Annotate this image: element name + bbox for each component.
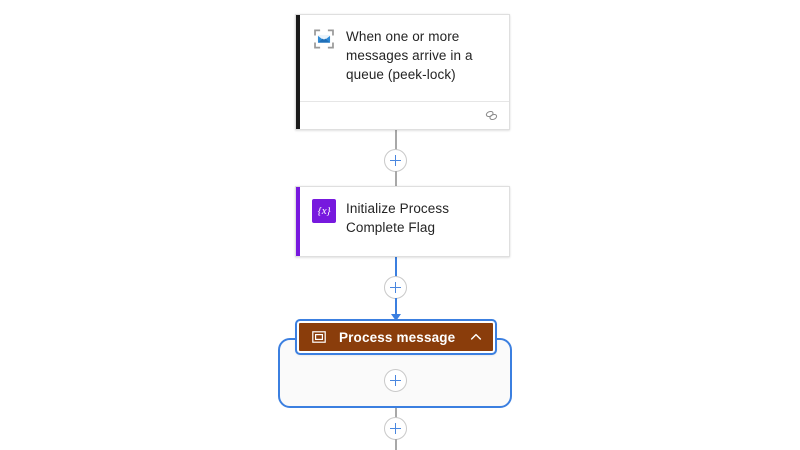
plus-vertical-bar <box>394 155 397 166</box>
service-bus-queue-icon <box>312 27 336 51</box>
initialize-variable-title: Initialize Process Complete Flag <box>346 201 450 235</box>
scope-header-process-message[interactable]: Process message <box>295 319 497 355</box>
initialize-variable-card-body: {x} Initialize Process Complete Flag <box>296 187 509 256</box>
trigger-card-footer <box>300 101 509 129</box>
variables-icon: {x} <box>312 199 336 223</box>
trigger-accent-bar <box>296 15 300 129</box>
add-step-inside-scope[interactable] <box>384 369 407 392</box>
connector-initialize-to-scope-upper <box>395 257 397 279</box>
plus-vertical-bar <box>394 423 397 434</box>
trigger-card-body: When one or more messages arrive in a qu… <box>296 15 509 101</box>
add-step-after-initialize-variable[interactable] <box>384 276 407 299</box>
action-card-initialize-variable[interactable]: {x} Initialize Process Complete Flag <box>295 186 510 257</box>
scope-icon <box>311 329 327 345</box>
connection-link-icon[interactable] <box>484 108 499 123</box>
variables-accent-bar <box>296 187 300 256</box>
add-step-after-scope[interactable] <box>384 417 407 440</box>
connector-trigger-to-initialize-lower <box>395 171 397 186</box>
chevron-up-icon[interactable] <box>469 330 483 344</box>
connector-trigger-to-initialize-upper <box>395 130 397 152</box>
trigger-card-service-bus[interactable]: When one or more messages arrive in a qu… <box>295 14 510 130</box>
add-step-after-trigger[interactable] <box>384 149 407 172</box>
scope-title: Process message <box>339 329 456 345</box>
plus-vertical-bar <box>394 375 397 386</box>
connector-arrowhead-into-scope <box>391 314 401 321</box>
plus-vertical-bar <box>394 282 397 293</box>
connector-initialize-to-scope-lower <box>395 298 397 316</box>
connector-scope-to-next-lower <box>395 439 397 450</box>
connector-scope-to-next-upper <box>395 408 397 418</box>
trigger-title: When one or more messages arrive in a qu… <box>346 29 473 82</box>
